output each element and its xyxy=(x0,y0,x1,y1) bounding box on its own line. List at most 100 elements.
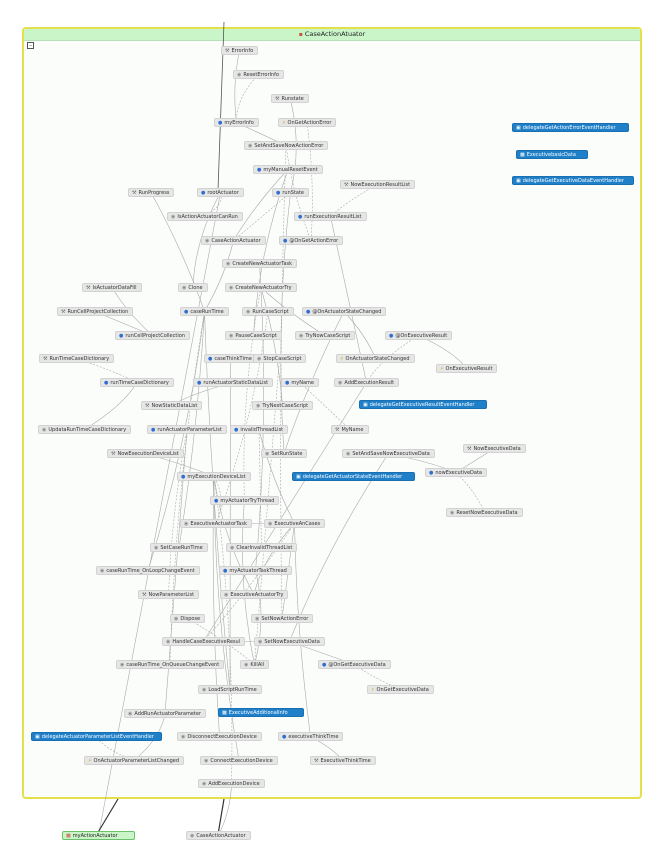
node-label: @OnActuatorStateChanged xyxy=(312,309,382,315)
node-load-script-run-time[interactable]: ◉LoadScriptRunTime xyxy=(198,685,262,694)
node-delegate-get-action-error-event-handler[interactable]: ▣delegateGetActionErrorEventHandler xyxy=(512,123,629,132)
node-case-run-time[interactable]: ●caseRunTime xyxy=(180,307,229,316)
node-my-actuator-try-thread[interactable]: ●myActuatorTryThread xyxy=(210,496,280,505)
node-now-executive-data[interactable]: ⚒NowExecutiveData xyxy=(463,444,526,453)
container-title-bar[interactable]: ▪CaseActionAtuator xyxy=(24,29,640,41)
node-run-progress[interactable]: ⚒RunProgress xyxy=(128,188,175,197)
node-kill-all[interactable]: ◉KillAll xyxy=(240,660,270,669)
method-icon: ◉ xyxy=(248,143,253,149)
node-run-state[interactable]: ●runState xyxy=(272,188,310,197)
node-label: caseRunTime_OnQueueChangeEvent xyxy=(126,662,220,668)
node-on-get-action-error[interactable]: ⚡OnGetActionError xyxy=(278,118,337,127)
node-is-actuator-data-fill[interactable]: ⚒IsActuatorDataFill xyxy=(82,283,142,292)
node-create-new-actuator-task[interactable]: ◉CreateNewActuatorTask xyxy=(222,259,298,268)
node-executivebasic-data[interactable]: ▩ExecutivebasicData xyxy=(516,150,588,159)
node-set-and-save-now-action-error[interactable]: ◉SetAndSaveNowActionError xyxy=(244,141,329,150)
node-on-executive-result[interactable]: ⚡OnExecutiveResult xyxy=(436,364,498,373)
node-reset-now-executive-data[interactable]: ◉ResetNowExecutiveData xyxy=(446,508,523,517)
node-disconnect-execution-device[interactable]: ◉DisconnectExecutionDevice xyxy=(177,732,262,741)
node-invalid-thread-list[interactable]: ●invalidThreadList xyxy=(230,425,289,434)
node-try-next-case-script[interactable]: ◉TryNextCaseScript xyxy=(252,401,314,410)
node-delegate-get-executive-data-event-handler[interactable]: ▣delegateGetExecutiveDataEventHandler xyxy=(512,176,634,185)
node-delegate-get-actuator-state-event-handler[interactable]: ▣delegateGetActuatorStateEventHandler xyxy=(292,472,415,481)
node-on-get-executive-data[interactable]: ⚡OnGetExecutiveData xyxy=(367,685,434,694)
property-icon: ⚒ xyxy=(314,758,319,764)
node-set-run-state[interactable]: ◉SetRunState xyxy=(261,449,308,458)
node-executive-additional-info[interactable]: ▩ExecutiveAdditionalInfo xyxy=(218,708,304,717)
node-set-case-run-time[interactable]: ◉SetCaseRunTime xyxy=(150,543,208,552)
node-add-execution-result[interactable]: ◉AddExecutionResult xyxy=(334,378,400,387)
method-icon: ◉ xyxy=(166,639,171,645)
node-my-name[interactable]: ●myName xyxy=(281,378,319,387)
node-create-new-actuator-try[interactable]: ◉CreateNewActuatorTry xyxy=(225,283,297,292)
node-now-execution-result-list[interactable]: ⚒NowExecutionResultList xyxy=(340,180,416,189)
dependency-edge xyxy=(192,192,221,288)
node-now-static-data-list[interactable]: ⚒NowStaticDataList xyxy=(141,401,203,410)
node-now-executive-data[interactable]: ●nowExecutiveData xyxy=(425,468,487,477)
method-icon: ◉ xyxy=(229,333,234,339)
node-try-now-case-script[interactable]: ◉TryNowCaseScript xyxy=(295,331,356,340)
node-updata-run-time-case-dictionary[interactable]: ◉UpdataRunTimeCaseDictionary xyxy=(38,425,132,434)
node-my-name[interactable]: ⚒MyName xyxy=(331,425,369,434)
node-executive-think-time[interactable]: ●executiveThinkTime xyxy=(278,732,344,741)
node-set-now-executive-data[interactable]: ◉SetNowExecutiveData xyxy=(254,637,325,646)
node-executive-think-time[interactable]: ⚒ExecutiveThinkTime xyxy=(310,756,376,765)
node-at-on-get-action-error[interactable]: ●@OnGetActionError xyxy=(279,236,344,245)
node-executive-actuator-task[interactable]: ◉ExecutiveActuatorTask xyxy=(180,519,252,528)
node-label: runActuatorParameterList xyxy=(157,427,222,433)
delegate-icon: ▣ xyxy=(363,402,368,408)
node-now-execution-device-list[interactable]: ⚒NowExecutionDeviceList xyxy=(107,449,184,458)
node-run-cell-project-collection[interactable]: ●runCellProjectCollection xyxy=(115,331,190,340)
node-my-manual-reset-event[interactable]: ●myManualResetEvent xyxy=(253,165,323,174)
node-on-actuator-parameter-list-changed[interactable]: ⚡OnActuatorParameterListChanged xyxy=(84,756,185,765)
node-root-actuator[interactable]: ●rootActuator xyxy=(197,188,244,197)
node-run-time-case-dictionary[interactable]: ●runTimeCaseDictionary xyxy=(100,378,174,387)
node-executive-actuator-try[interactable]: ◉ExecutiveActuatorTry xyxy=(220,590,289,599)
node-runstate[interactable]: ⚒Runstate xyxy=(271,94,309,103)
node-my-execution-device-list[interactable]: ●myExecutionDeviceList xyxy=(177,472,251,481)
node-at-on-get-executive-data[interactable]: ●@OnGetExecutiveData xyxy=(318,660,391,669)
node-delegate-get-executive-result-event-handler[interactable]: ▣delegateGetExecutiveResultEventHandler xyxy=(359,400,487,409)
node-set-now-action-error[interactable]: ◉SetNowActionError xyxy=(251,614,314,623)
method-icon: ◉ xyxy=(190,833,195,839)
node-label: NowExecutionDeviceList xyxy=(117,451,179,457)
node-set-and-save-now-executive-data[interactable]: ◉SetAndSaveNowExecutiveData xyxy=(342,449,435,458)
node-label: PauseCaseScript xyxy=(235,333,277,339)
node-add-run-actuator-parameter[interactable]: ◉AddRunActuatorParameter xyxy=(124,709,207,718)
node-at-on-actuator-state-changed[interactable]: ●@OnActuatorStateChanged xyxy=(302,307,387,316)
node-my-actuator-task-thread[interactable]: ●myActuatorTaskThread xyxy=(219,566,292,575)
node-handle-case-executive-resul[interactable]: ◉HandleCaseExecutiveResul xyxy=(162,637,246,646)
node-run-time-case-dictionary[interactable]: ⚒RunTimeCaseDictionary xyxy=(39,354,115,363)
node-at-on-executive-result[interactable]: ●@OnExecutiveResult xyxy=(385,331,453,340)
property-icon: ⚒ xyxy=(225,48,230,54)
node-case-action-actuator-outer[interactable]: ◉CaseActionActuator xyxy=(186,831,251,840)
node-run-case-script[interactable]: ◉RunCaseScript xyxy=(242,307,294,316)
node-dispose[interactable]: ◉Dispose xyxy=(170,614,206,623)
node-clone[interactable]: ◉Clone xyxy=(178,283,208,292)
node-run-cell-project-collection[interactable]: ⚒RunCellProjectCollection xyxy=(57,307,134,316)
node-stop-case-script[interactable]: ◉StopCaseScript xyxy=(253,354,307,363)
node-delegate-actuator-parameter-list-event-handler[interactable]: ▣delegateActuatorParameterListEventHandl… xyxy=(31,732,162,741)
node-now-parameter-list[interactable]: ⚒NowParameterList xyxy=(138,590,200,599)
node-pause-case-script[interactable]: ◉PauseCaseScript xyxy=(225,331,282,340)
node-case-run-time_on-loop-change-event[interactable]: ◉caseRunTime_OnLoopChangeEvent xyxy=(96,566,200,575)
node-clear-invalid-thread-list[interactable]: ◉ClearInvalidThreadList xyxy=(226,543,298,552)
node-case-think-time[interactable]: ●caseThinkTime xyxy=(204,354,257,363)
dependency-edge xyxy=(168,429,188,595)
node-case-action-actuator[interactable]: ◉CaseActionActuator xyxy=(201,236,266,245)
node-add-execution-device[interactable]: ◉AddExecutionDevice xyxy=(198,779,265,788)
node-reset-error-info[interactable]: ◉ResetErrorInfo xyxy=(233,70,284,79)
node-on-actuator-state-changed[interactable]: ⚡OnActuatorStateChanged xyxy=(336,354,415,363)
node-my-action-actuator[interactable]: ▩myActionActuator xyxy=(62,831,135,840)
node-label: TryNextCaseScript xyxy=(262,403,309,409)
node-connect-execution-device[interactable]: ◉ConnectExecutionDevice xyxy=(200,756,278,765)
node-executive-an-cases[interactable]: ◉ExecutiveAnCases xyxy=(264,519,326,528)
node-is-action-actuator-can-run[interactable]: ◉IsActionActuatorCanRun xyxy=(167,212,243,221)
node-my-error-info[interactable]: ●myErrorInfo xyxy=(214,118,259,127)
node-case-run-time_on-queue-change-event[interactable]: ◉caseRunTime_OnQueueChangeEvent xyxy=(116,660,225,669)
node-error-info[interactable]: ⚒ErrorInfo xyxy=(221,46,259,55)
node-run-actuator-static-data-list[interactable]: ●runActuatorStaticDataList xyxy=(193,378,274,387)
node-run-actuator-parameter-list[interactable]: ●runActuatorParameterList xyxy=(147,425,227,434)
node-run-execution-result-list[interactable]: ●runExecutionResultList xyxy=(294,212,367,221)
collapse-toggle-icon[interactable]: − xyxy=(27,42,34,49)
